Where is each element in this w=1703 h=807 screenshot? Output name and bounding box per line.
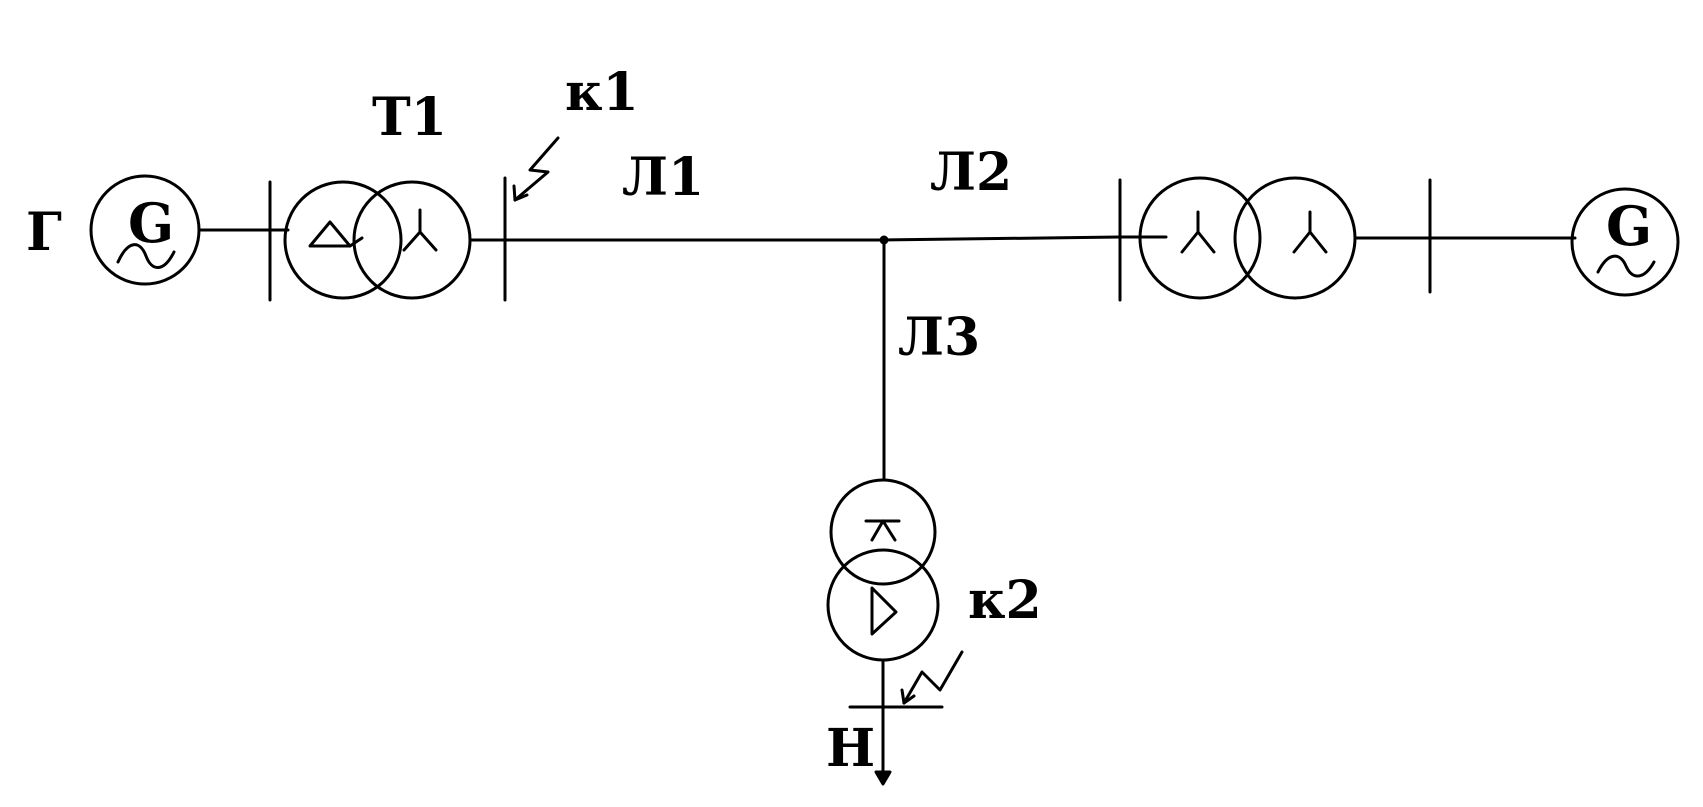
right-generator-circle [1570,187,1680,297]
t3-primary-winding [829,478,937,586]
t2-wye-icon-right [1292,210,1328,254]
t1-delta-tail [348,236,364,248]
t2-wye-icon-left [1180,210,1216,254]
fault-k1-lightning-icon [513,136,560,202]
transformer-t1-label: Т1 [372,87,447,148]
t2-primary-winding [1138,176,1262,300]
transformer-t1 [268,180,507,300]
load-label: Н [826,718,875,779]
fault-k1-label: к1 [565,62,639,123]
line-l2-label: Л2 [930,142,1012,203]
line-l3-label: Л3 [898,307,980,368]
t2-secondary-winding [1233,176,1357,300]
t3-wye-icon [864,519,901,542]
right-generator-sine-icon [1596,254,1656,278]
generator-left-symbol-label: G [128,191,174,255]
left-generator-sine-icon [116,243,176,269]
load-arrow-icon [874,770,892,786]
fault-k2-arrowhead-icon [900,688,916,705]
fault-k2-lightning-icon [902,650,964,705]
transformer-right [1138,176,1432,300]
load-transformer [826,478,940,777]
generator-right-symbol-label: G [1606,194,1652,258]
fault-k2-label: к2 [968,570,1042,631]
t3-delta-icon [870,586,898,636]
fault-k1-arrowhead-icon [512,184,529,202]
t1-primary-winding [283,180,403,300]
line-l2 [882,235,1122,242]
line-l1-label: Л1 [622,147,704,208]
t1-delta-icon [308,220,352,248]
t3-secondary-winding [826,548,940,662]
t1-wye-icon [402,208,438,252]
right-generator [1570,187,1680,297]
generator-left-name-label: Г [26,202,62,263]
